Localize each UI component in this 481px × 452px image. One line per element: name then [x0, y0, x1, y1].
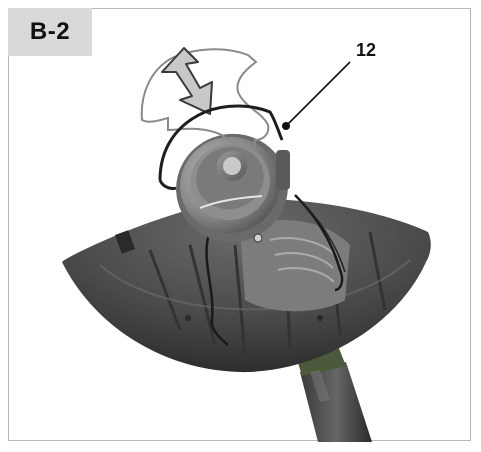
step-label: B-2 [29, 18, 71, 45]
retainer-clip [158, 104, 284, 190]
callout-number: 12 [356, 40, 377, 60]
step-label-tab: B-2 [8, 8, 92, 56]
callout-leader [282, 61, 351, 130]
shaft [296, 346, 372, 442]
spool-housing [176, 133, 290, 243]
spring-wires [205, 194, 346, 346]
double-arrow-icon [161, 47, 213, 115]
motor-housing [240, 220, 350, 312]
